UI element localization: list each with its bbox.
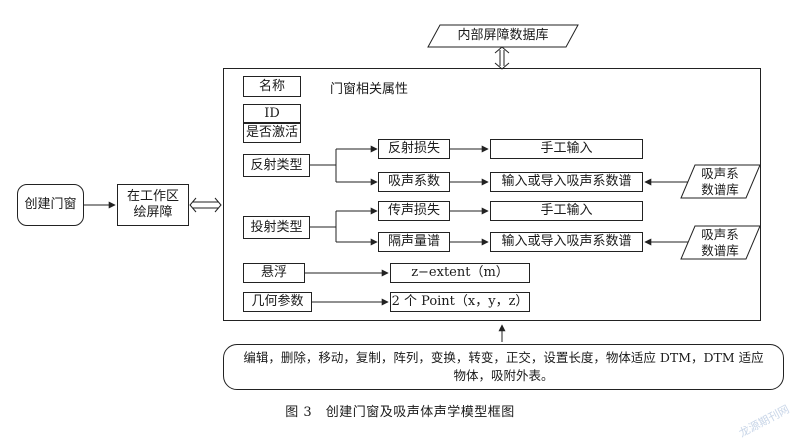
z-extent-value: z−extent（m） xyxy=(390,263,530,283)
absorption-spectrum-input: 输入或导入吸声系数谱 xyxy=(490,172,643,192)
geometry-points-value: 2 个 Point（x，y，z） xyxy=(390,292,530,312)
float-label: 悬浮 xyxy=(243,263,305,283)
transmission-loss-node: 传声损失 xyxy=(378,201,450,221)
operations-text: 编辑，删除，移动，复制，阵列，变换，转变，正交，设置长度，物体适应 DTM，DT… xyxy=(243,350,764,383)
absorption-coefficient-node: 吸声系数 xyxy=(378,172,450,192)
draw-barrier-node: 在工作区 绘屏障 xyxy=(117,184,189,226)
diagram-connectors xyxy=(84,24,761,342)
figure-caption: 图 3 创建门窗及吸声体声学模型框图 xyxy=(285,405,515,420)
create-door-window-node: 创建门窗 xyxy=(17,184,84,226)
id-label: ID xyxy=(243,104,301,123)
reflection-loss-value: 手工输入 xyxy=(490,139,643,159)
attributes-title: 门窗相关属性 xyxy=(330,82,409,97)
reflection-db-shape xyxy=(680,164,761,199)
name-label: 名称 xyxy=(243,76,301,97)
transmission-spectrum-db: 吸声系 数谱库 xyxy=(701,226,739,258)
sound-insulation-spectrum-node: 隔声量谱 xyxy=(378,232,450,252)
attribute-frame xyxy=(223,68,761,321)
reflection-type-node: 反射类型 xyxy=(243,154,310,177)
geometry-label: 几何参数 xyxy=(243,292,312,312)
transmission-loss-value: 手工输入 xyxy=(490,201,643,221)
insulation-spectrum-input: 输入或导入吸声系数谱 xyxy=(490,232,643,252)
reflection-spectrum-db: 吸声系 数谱库 xyxy=(701,165,739,197)
database-shape xyxy=(427,24,579,48)
operations-box: 编辑，删除，移动，复制，阵列，变换，转变，正交，设置长度，物体适应 DTM，DT… xyxy=(223,344,784,390)
activate-label: 是否激活 xyxy=(243,123,301,143)
internal-barrier-database: 内部屏障数据库 xyxy=(457,28,549,43)
transmission-db-shape xyxy=(680,225,761,260)
transmission-type-node: 投射类型 xyxy=(243,216,310,239)
reflection-loss-node: 反射损失 xyxy=(378,139,450,159)
